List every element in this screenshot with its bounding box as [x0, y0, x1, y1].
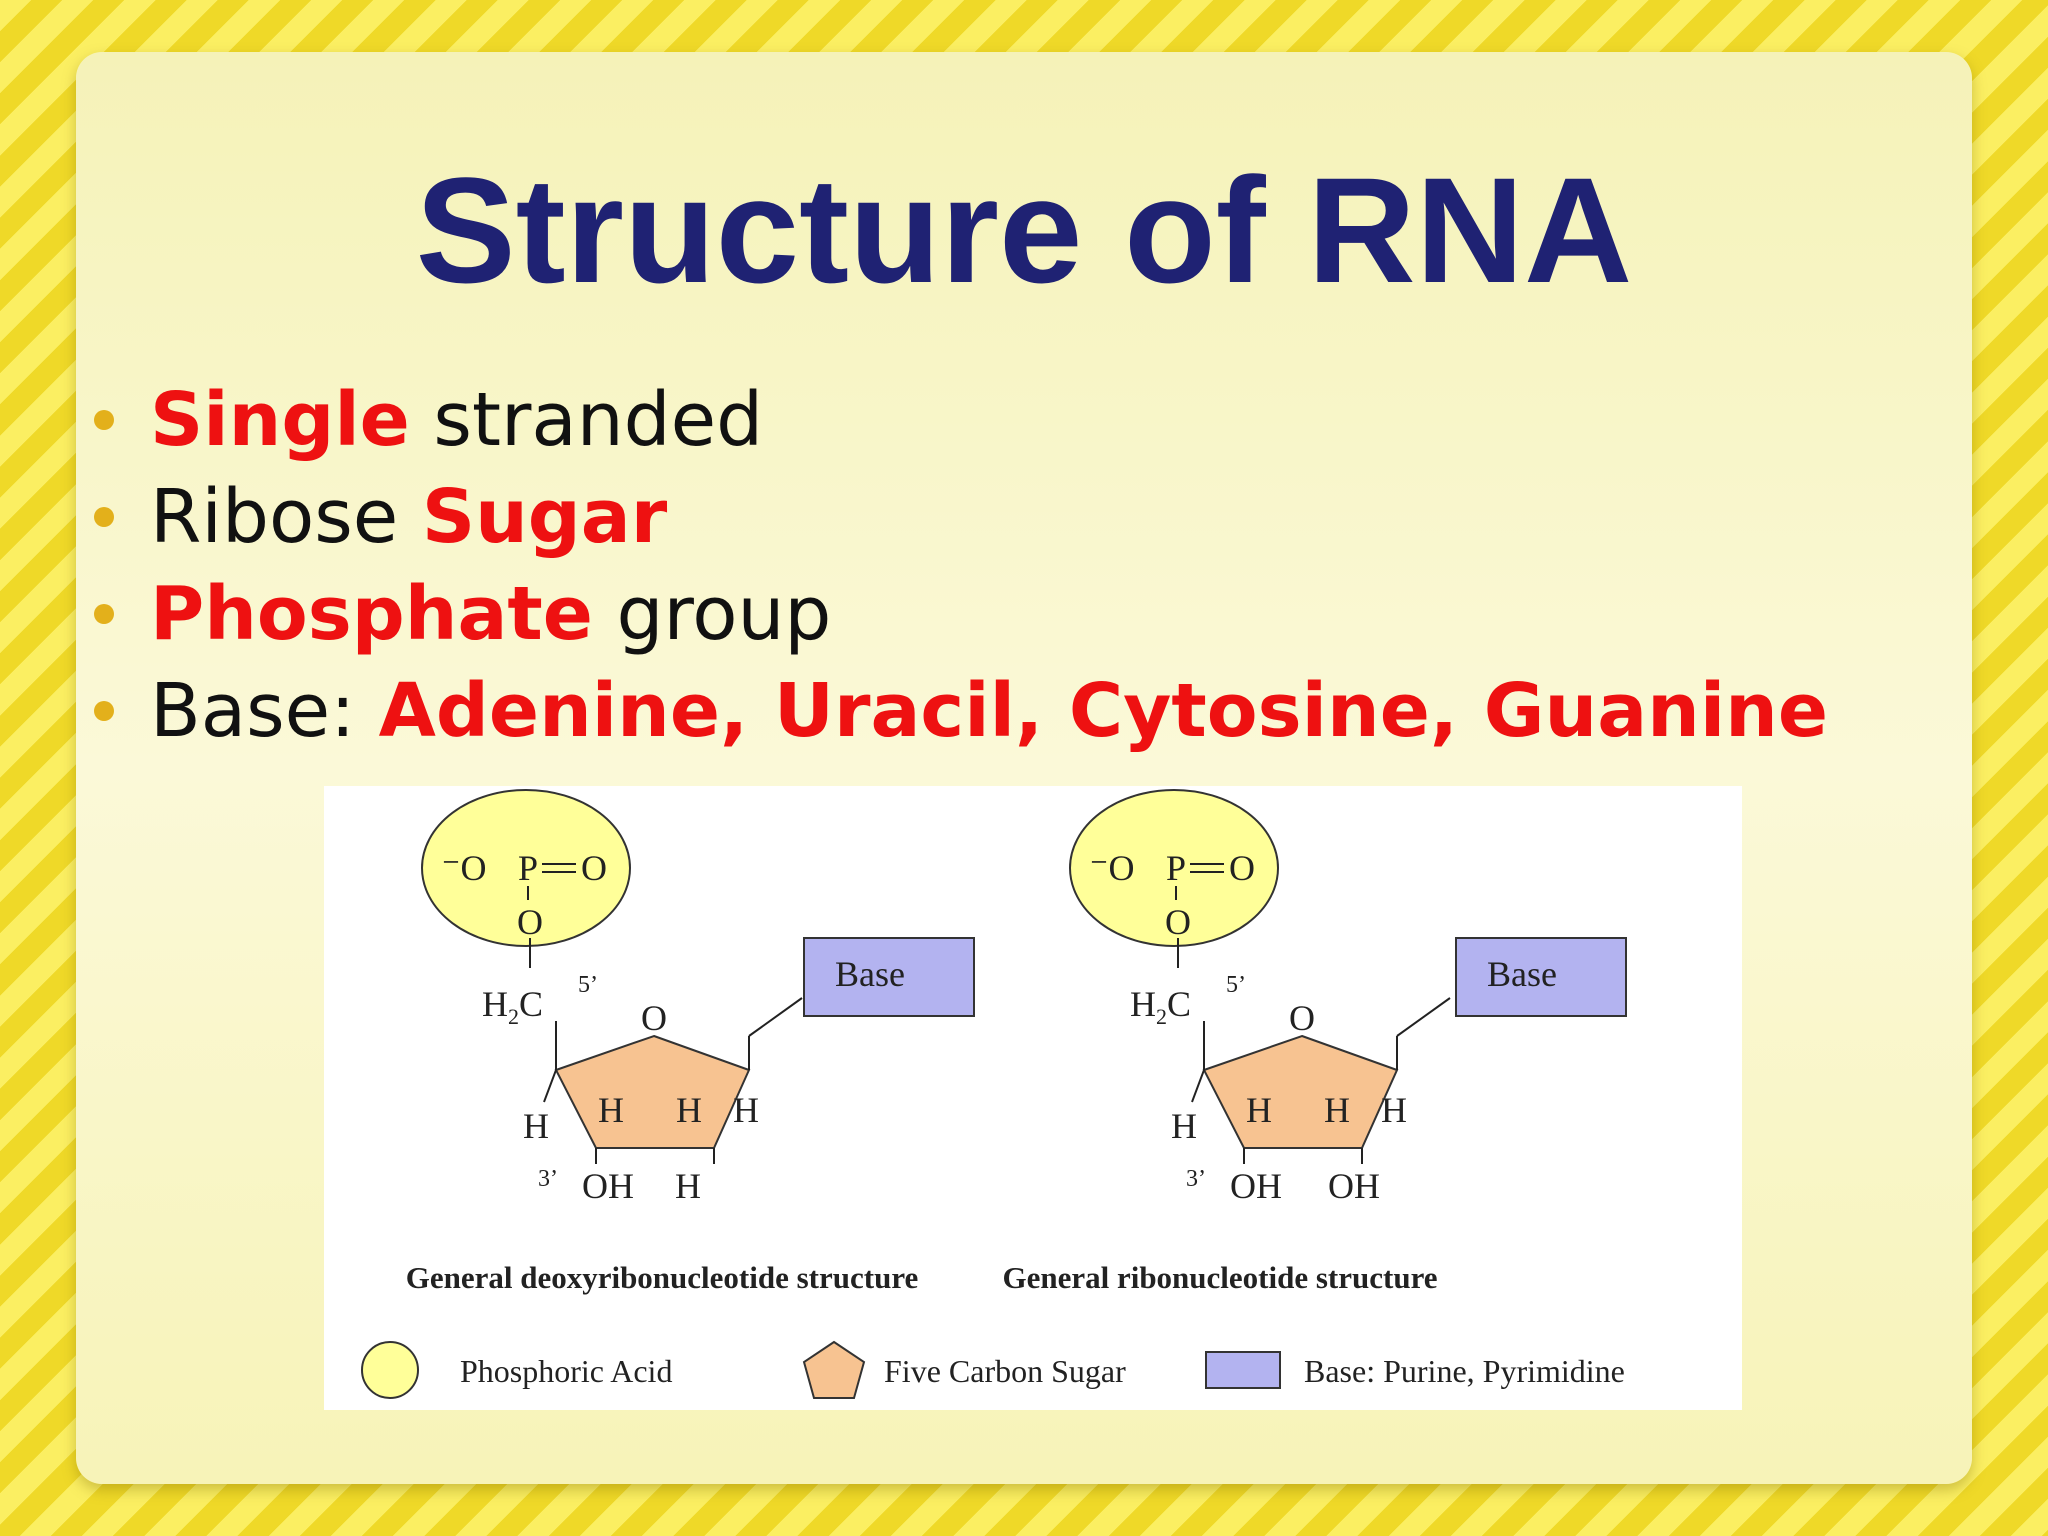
deoxy-caption: General deoxyribonucleotide structure — [406, 1260, 919, 1295]
base-box-icon — [1455, 937, 1627, 1017]
bullet-highlight: Sugar — [421, 474, 668, 560]
bullet-highlight: Phosphate — [150, 571, 593, 657]
base-link-line — [748, 997, 803, 1037]
h-right-label: H — [1381, 1090, 1407, 1130]
two-prime-group-label: OH — [1328, 1166, 1380, 1206]
bond-line — [543, 1069, 557, 1103]
bullet-item: Base: Adenine, Uracil, Cytosine, Guanine — [86, 663, 1828, 760]
two-prime-group-label: H — [675, 1166, 701, 1206]
ring-o-label: O — [1289, 998, 1315, 1038]
phosphate-o-left: ⁻O — [442, 848, 487, 888]
h2c-label: H2C — [1130, 984, 1191, 1029]
bullet-text: Ribose — [150, 474, 422, 560]
bullet-item: Ribose Sugar — [86, 469, 1828, 566]
nucleotide-diagram: ⁻O P O O H2C 5’ O H H H H Base 3’ — [361, 789, 1627, 1399]
ring-o-label: O — [641, 998, 667, 1038]
sugar-pentagon-icon — [1202, 1034, 1399, 1149]
bullet-highlight: Single — [150, 377, 410, 463]
bullet-highlight: Adenine, Uracil, Cytosine, Guanine — [378, 668, 1829, 754]
ribo-structure: ⁻O P O O H2C 5’ O H H H H Base 3’ — [1002, 789, 1627, 1295]
phosphate-o-right: O — [1229, 848, 1255, 888]
phosphate-p: P — [518, 848, 538, 888]
h-inner-label: H — [1246, 1090, 1272, 1130]
base-link-line — [1396, 997, 1451, 1037]
h-left-label: H — [523, 1106, 549, 1146]
bullet-list: Single stranded Ribose Sugar Phosphate g… — [86, 372, 1828, 760]
h-inner-label: H — [598, 1090, 624, 1130]
oh-3-label: OH — [582, 1166, 634, 1206]
five-prime-label: 5’ — [1226, 972, 1246, 998]
phosphate-circle-icon — [1069, 789, 1279, 947]
base-label: Base — [1487, 954, 1557, 994]
legend-base-label: Base: Purine, Pyrimidine — [1304, 1353, 1625, 1389]
bullet-dot-icon — [94, 410, 114, 430]
h-inner-label: H — [1324, 1090, 1350, 1130]
bullet-text: group — [592, 571, 832, 657]
bullet-text: stranded — [409, 377, 764, 463]
nucleotide-figure: ⁻O P O O H2C 5’ O H H H H Base 3’ — [324, 786, 1742, 1410]
figure-legend: Phosphoric Acid Five Carbon Sugar Base: … — [361, 1340, 1625, 1399]
sugar-pentagon-icon — [554, 1034, 751, 1149]
base-legend-icon — [1205, 1351, 1281, 1389]
phosphate-o-left: ⁻O — [1090, 848, 1135, 888]
phosphate-o-right: O — [581, 848, 607, 888]
five-carbon-sugar-legend-icon — [802, 1340, 866, 1399]
phosphate-circle-icon — [421, 789, 631, 947]
phosphate-o-bottom: O — [517, 902, 543, 942]
phosphate-p: P — [1166, 848, 1186, 888]
five-prime-label: 5’ — [578, 972, 598, 998]
h-left-label: H — [1171, 1106, 1197, 1146]
bullet-dot-icon — [94, 701, 114, 721]
legend-phosphoric-label: Phosphoric Acid — [460, 1353, 672, 1389]
bullet-dot-icon — [94, 604, 114, 624]
three-prime-label: 3’ — [1186, 1166, 1206, 1192]
bullet-dot-icon — [94, 507, 114, 527]
phosphate-o-bottom: O — [1165, 902, 1191, 942]
base-box-icon — [803, 937, 975, 1017]
phosphoric-acid-legend-icon — [361, 1341, 419, 1399]
h-inner-label: H — [676, 1090, 702, 1130]
ribo-caption: General ribonucleotide structure — [1002, 1260, 1437, 1295]
oh-3-label: OH — [1230, 1166, 1282, 1206]
h-right-label: H — [733, 1090, 759, 1130]
base-label: Base — [835, 954, 905, 994]
bullet-text: Base: — [150, 668, 379, 754]
bond-line — [1191, 1069, 1205, 1103]
deoxy-structure: ⁻O P O O H2C 5’ O H H H H Base 3’ — [406, 789, 975, 1295]
three-prime-label: 3’ — [538, 1166, 558, 1192]
h2c-label: H2C — [482, 984, 543, 1029]
slide-title: Structure of RNA — [415, 146, 1633, 314]
bullet-item: Phosphate group — [86, 566, 1828, 663]
bullet-item: Single stranded — [86, 372, 1828, 469]
legend-sugar-label: Five Carbon Sugar — [884, 1353, 1126, 1389]
